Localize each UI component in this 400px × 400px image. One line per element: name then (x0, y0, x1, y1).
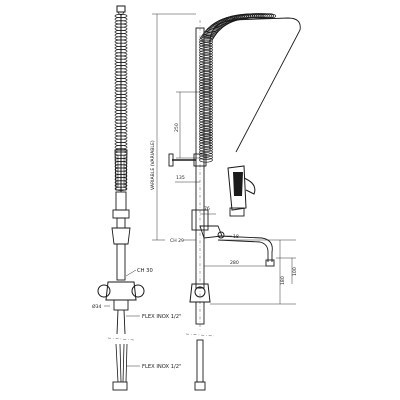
coil-loop (199, 78, 213, 85)
coil-loop (199, 136, 213, 142)
coil-loop (199, 76, 213, 82)
left-handle-right (131, 284, 145, 298)
left-flex-lower (115, 343, 128, 383)
label-18: 18 (233, 234, 239, 240)
left-top-cap (116, 5, 126, 13)
left-spray-head (114, 149, 128, 191)
coil-loop (199, 94, 213, 100)
coil-loop (199, 115, 213, 121)
right-spring-coil (199, 13, 277, 163)
right-view: VARIABLE (VARIABLE) 250 135 (150, 13, 301, 391)
coil-loop (199, 73, 213, 79)
coil-loop (199, 105, 213, 111)
faucet-knob (217, 231, 225, 239)
left-column-ring (112, 209, 130, 219)
coil-loop (199, 84, 213, 90)
spray-gun-nozzle (229, 207, 245, 217)
mid-valve (191, 209, 209, 231)
label-76: 76 (204, 206, 210, 212)
coil-loop (199, 71, 213, 77)
coil-loop (199, 47, 213, 53)
label-flex-lower: FLEX INOX 1/2" (142, 364, 181, 370)
spout (217, 235, 273, 262)
coil-loop (199, 68, 213, 74)
coil-loop (199, 128, 213, 134)
coil-loop (199, 89, 213, 95)
coil-loop (199, 42, 213, 48)
spout-aerator (265, 259, 275, 267)
label-100: 100 (292, 267, 298, 276)
label-280: 280 (230, 260, 239, 266)
coil-loop (199, 139, 213, 145)
coil-loop (199, 91, 213, 98)
base-mount (195, 301, 205, 325)
return-tube (209, 17, 301, 153)
coil-loop (199, 50, 213, 56)
label-flex-upper: FLEX INOX 1/2" (142, 314, 181, 320)
coil-loop (199, 97, 213, 103)
coil-loop (199, 102, 213, 108)
coil-loop (199, 112, 213, 119)
coil-loop (199, 86, 213, 92)
coil-loop (199, 107, 213, 113)
bracket-plate (168, 153, 174, 167)
coil-loop (199, 63, 213, 69)
label-ch30: CH 30 (137, 268, 153, 274)
base-mixer (189, 283, 211, 303)
leader-ch30 (125, 269, 137, 277)
left-column-lower (116, 243, 126, 281)
spray-gun-body (227, 165, 247, 211)
coil-loop (199, 55, 213, 61)
coil-loop (262, 13, 277, 19)
coil-loop (199, 118, 213, 124)
bracket-clamp (193, 153, 207, 167)
coil-loop (199, 133, 213, 139)
label-variable: VARIABLE (VARIABLE) (150, 140, 156, 190)
coil-loop (199, 44, 213, 50)
label-180: 180 (280, 276, 286, 285)
coil-loop (199, 52, 213, 58)
coil-loop (199, 99, 213, 105)
base-handle (194, 286, 206, 298)
left-flex-upper (116, 309, 126, 335)
left-valve-body (111, 227, 131, 245)
coil-loop (199, 126, 213, 132)
spray-gun-grip (233, 172, 243, 196)
coil-loop (199, 120, 213, 126)
left-mount (113, 299, 129, 311)
coil-loop (199, 60, 213, 66)
coil-loop (199, 65, 213, 71)
left-break-line (107, 337, 135, 341)
right-flex-nut (194, 381, 206, 391)
coil-loop (199, 141, 213, 147)
label-dia34: Ø34 (92, 303, 102, 310)
coil-loop (199, 110, 213, 116)
left-view: CH 30 Ø34 FLEX INOX 1/2" FLEX INOX 1/2" (92, 5, 181, 391)
coil-loop (199, 144, 213, 150)
left-flex-nut (112, 381, 128, 391)
spray-gun-trigger (243, 177, 256, 195)
left-handle-left (97, 284, 111, 298)
left-column-upper (115, 191, 127, 211)
left-mixer-body (105, 281, 137, 301)
coil-loop (199, 123, 213, 129)
left-column-mid (116, 217, 126, 229)
coil-loop (199, 81, 213, 87)
label-250: 250 (174, 123, 180, 132)
label-ch29: CH 29 (170, 238, 184, 244)
coil-loop (199, 131, 213, 137)
label-135: 135 (176, 175, 185, 181)
coil-loop (199, 57, 213, 64)
coil-loop (199, 146, 213, 153)
right-flex-hose (196, 339, 204, 383)
right-break-line (185, 333, 215, 337)
